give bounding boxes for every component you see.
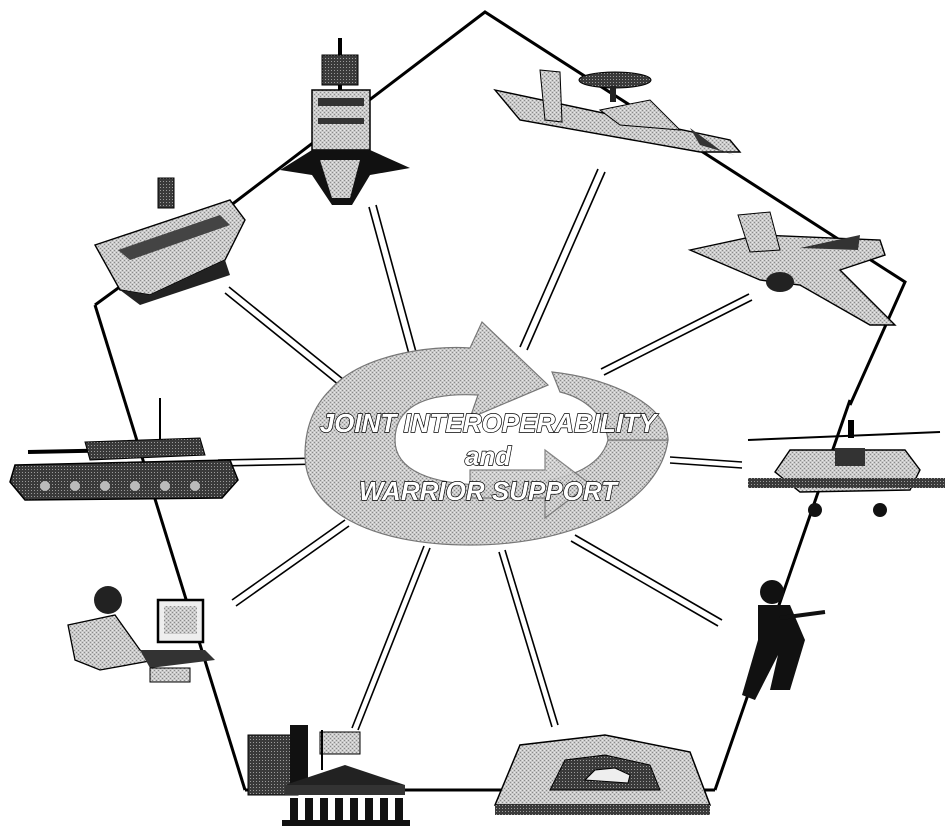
circular-arrow bbox=[304, 320, 669, 546]
pentagon-edge-left bbox=[93, 304, 247, 791]
center-title: JOINT INTEROPERABILITY and WARRIOR SUPPO… bbox=[319, 407, 660, 506]
aircraft-carrier-icon bbox=[93, 177, 246, 305]
infantry-soldier-icon bbox=[742, 580, 826, 700]
computer-operator-icon bbox=[67, 586, 215, 683]
title-line-3: WARRIOR SUPPORT bbox=[359, 476, 619, 506]
attack-helicopter-icon bbox=[747, 420, 945, 517]
tank-icon bbox=[9, 398, 239, 501]
radial-spokes bbox=[217, 168, 753, 731]
title-line-2: and bbox=[465, 441, 512, 471]
cruiser-ship-icon bbox=[280, 38, 410, 205]
government-building-icon bbox=[247, 725, 410, 826]
awacs-aircraft-icon bbox=[493, 69, 742, 155]
fighter-jet-icon bbox=[687, 211, 897, 326]
pentagon-building-icon bbox=[493, 734, 712, 815]
title-line-1: JOINT INTEROPERABILITY bbox=[320, 408, 659, 438]
